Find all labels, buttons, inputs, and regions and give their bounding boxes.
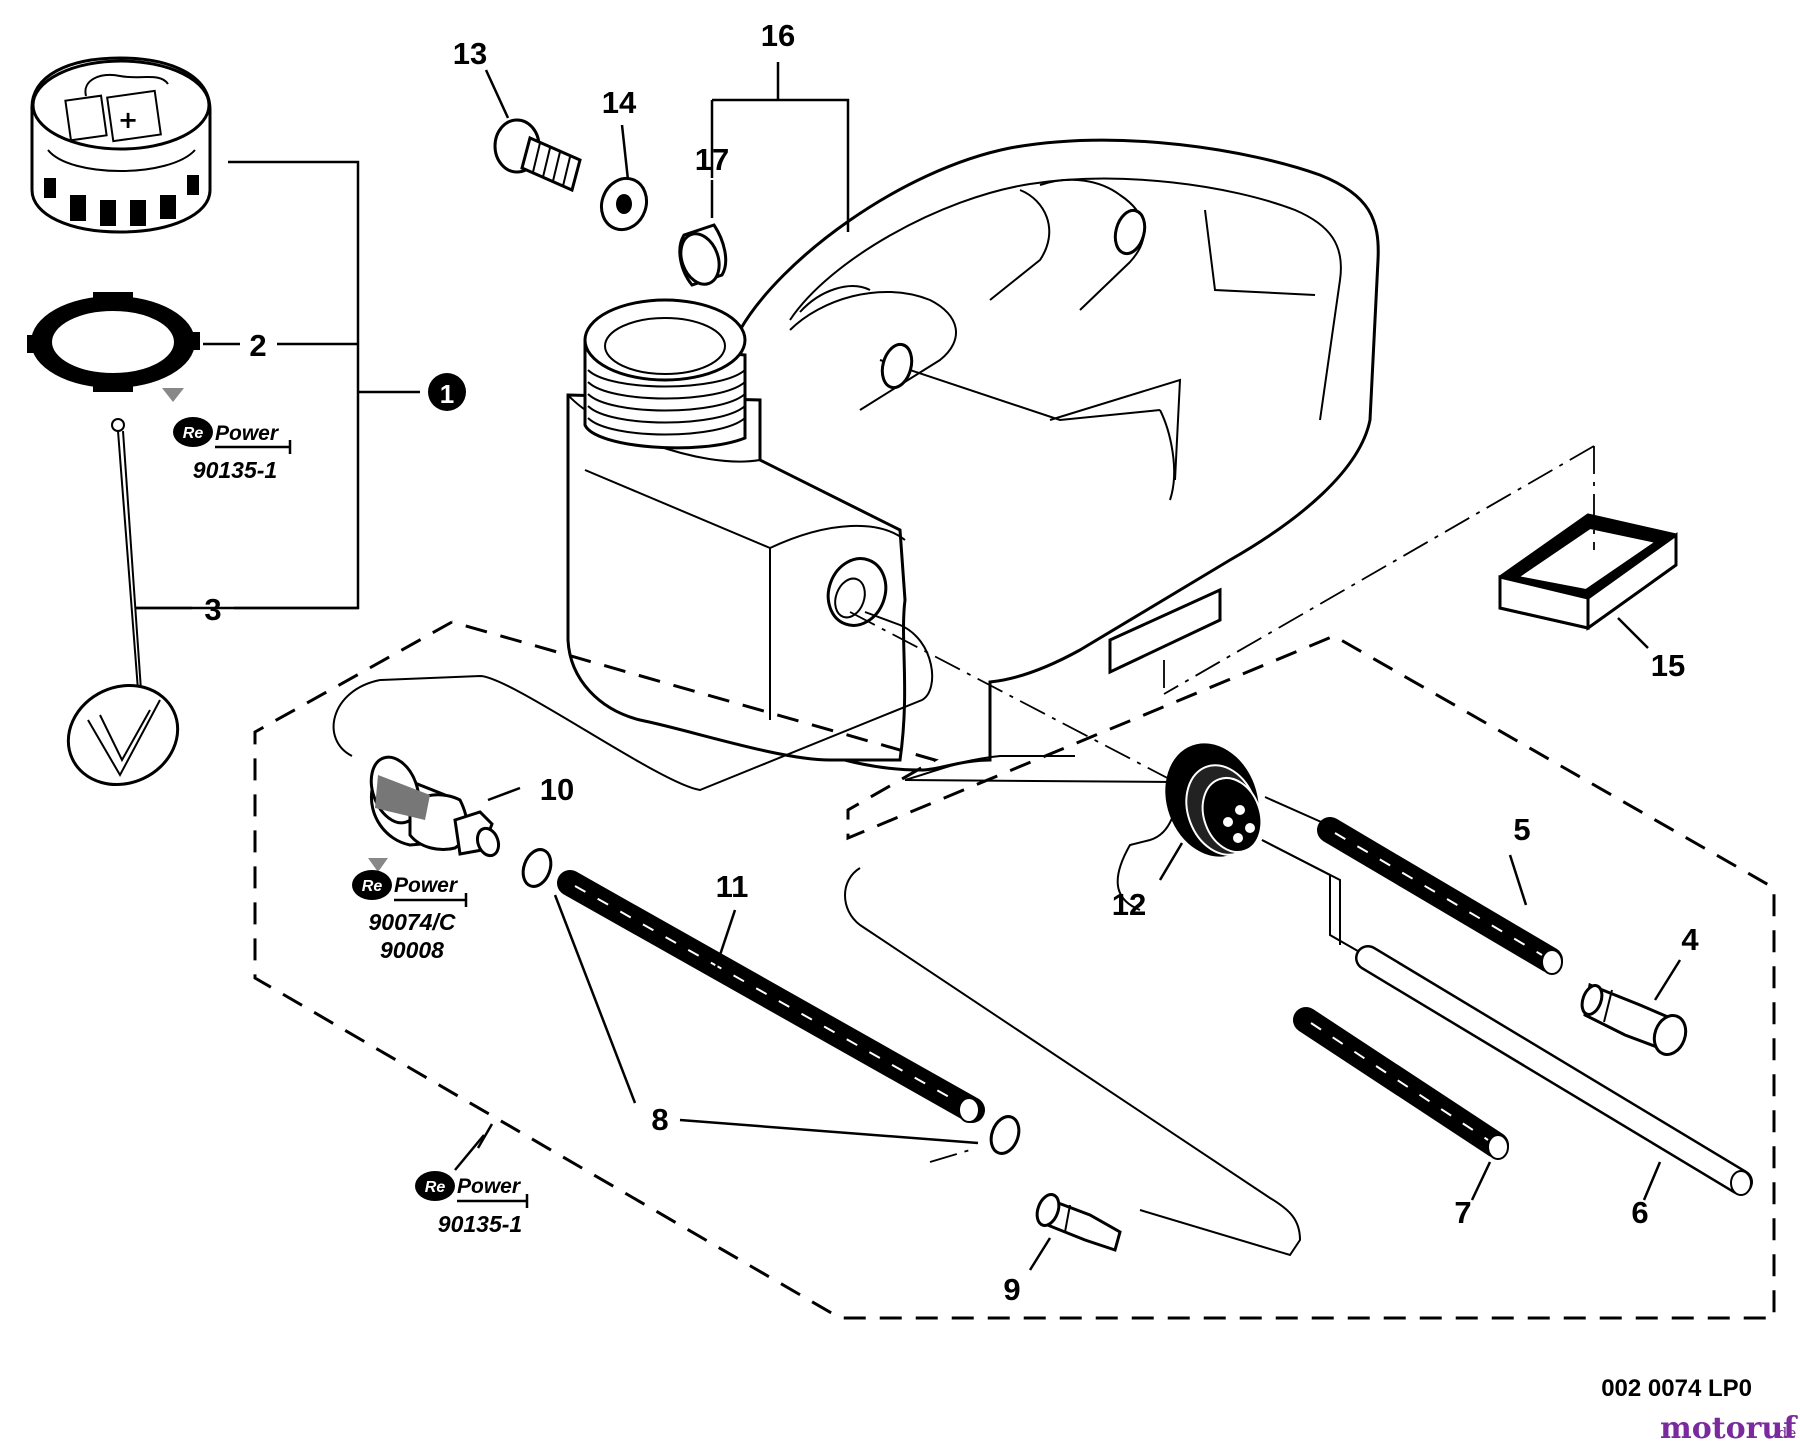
leader-8a (553, 894, 637, 1104)
repower-prefix: Re (183, 425, 204, 442)
fitting-icon (1580, 982, 1688, 1056)
fuel-line-icon (557, 870, 985, 1123)
callout-7: 7 (1454, 1195, 1471, 1230)
callout-2: 2 (249, 328, 266, 363)
callout-10: 10 (540, 772, 574, 807)
centerline-outlet (849, 611, 1176, 783)
gasket-ring-icon (27, 292, 200, 392)
fuel-cap-icon: + (30, 56, 212, 234)
repower-word: Power (394, 874, 459, 897)
grommet-icon (1165, 743, 1263, 857)
repower-word: Power (215, 422, 280, 445)
fuel-filter-icon (369, 755, 501, 858)
callout-3: 3 (204, 592, 221, 627)
leader-8b (679, 1118, 979, 1145)
drawing-code: 002 0074 LP0 (1601, 1375, 1752, 1402)
callout-14: 14 (602, 85, 637, 120)
callout-5: 5 (1513, 812, 1530, 847)
leader-kit (454, 1134, 485, 1171)
o-ring-icon (989, 1115, 1021, 1155)
repower-prefix: Re (362, 878, 383, 895)
repower-prefix: Re (425, 1179, 446, 1196)
centerline-grommet-a (1264, 796, 1329, 826)
callout-4: 4 (1681, 922, 1699, 957)
leader-13 (484, 69, 510, 119)
leader-6 (1642, 1161, 1662, 1201)
callout-15: 15 (1651, 648, 1685, 683)
watermark-suffix: .de (1773, 1424, 1796, 1442)
routing-outline-filter (379, 611, 934, 792)
callout-8: 8 (651, 1102, 668, 1137)
repower-logo-filter: Re Power 90074/C 90008 (352, 858, 468, 963)
tank-kit-part-number: 90135-1 (438, 1211, 522, 1237)
fuel-line-icon (1293, 1007, 1509, 1160)
kit-marker (476, 1123, 494, 1149)
fuel-line-icon (1317, 817, 1563, 975)
leader-5 (1508, 854, 1528, 906)
watermark-text: motoruf (1660, 1411, 1798, 1444)
leader-15 (1617, 617, 1649, 649)
callout-9: 9 (1003, 1272, 1020, 1307)
washer-icon (599, 176, 649, 232)
fuel-line-icon (1355, 945, 1753, 1196)
callout-16: 16 (761, 18, 795, 53)
callout-1: 1 (440, 379, 454, 409)
fitting-icon (1035, 1193, 1122, 1252)
centerline-tube (929, 1149, 971, 1163)
bolt-icon (493, 118, 582, 193)
cap-kit-part-number: 90135-1 (193, 457, 277, 483)
leader-10 (487, 786, 521, 802)
fuel-tank-icon (566, 138, 1380, 772)
kit-boundary (253, 620, 1776, 1320)
leader-12 (1158, 842, 1184, 881)
leader-7 (1470, 1161, 1492, 1201)
repower-logo-cap: Re Power 90135-1 (162, 388, 292, 483)
o-ring-icon (521, 848, 553, 888)
callout-13: 13 (453, 36, 487, 71)
fuel-pump-symbol-icon: + (64, 74, 169, 143)
leader-14 (620, 124, 630, 181)
routing-outline-return (904, 755, 1176, 783)
filter-kit-part-number-1: 90074/C (369, 909, 456, 935)
callout-1-badge (428, 373, 466, 411)
leader-16b (712, 98, 850, 232)
leader-9 (1028, 1237, 1052, 1271)
callout-12: 12 (1112, 887, 1146, 922)
leader-4 (1653, 959, 1682, 1001)
callout-6: 6 (1631, 1195, 1648, 1230)
callout-11: 11 (716, 869, 749, 904)
leader-11 (713, 909, 737, 971)
svg-text:+: + (118, 106, 138, 134)
centerline-grommet-c (1261, 839, 1341, 945)
bushing-icon (678, 223, 728, 287)
repower-logo-tank: Re Power 90135-1 (415, 1171, 529, 1237)
filter-kit-part-number-2: 90008 (380, 937, 444, 963)
dipstick-icon (66, 418, 180, 787)
leader-lines-group-1 (136, 160, 420, 610)
foot-pad-icon (1498, 513, 1678, 631)
centerline-footpad (1163, 445, 1595, 695)
repower-word: Power (457, 1175, 522, 1198)
